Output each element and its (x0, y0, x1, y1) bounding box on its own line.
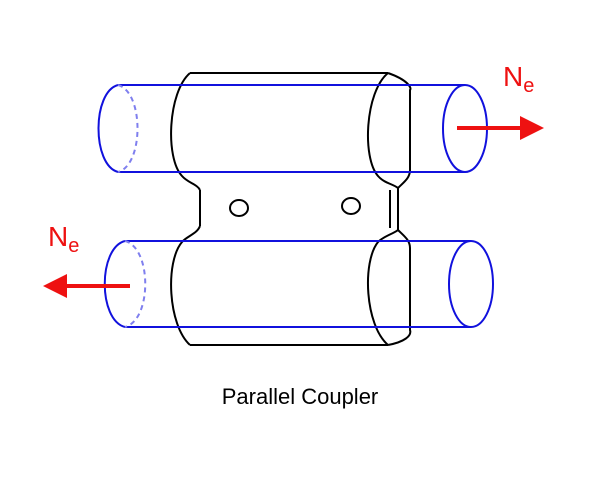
coupler-body (170, 72, 412, 346)
circle-hole-icon (229, 199, 249, 217)
label-bottom-left-sub: e (68, 235, 79, 257)
coupler-right-curve-outer (387, 72, 412, 346)
label-bottom-left-main: N (48, 221, 68, 252)
arrow-right-icon (457, 116, 544, 140)
top-tube (97, 84, 488, 173)
top-tube-left-end-hidden (117, 84, 139, 173)
label-bottom-left: Ne (48, 221, 79, 257)
top-tube-left-end (97, 84, 119, 173)
coupler-right-curve-front-bottom (367, 229, 399, 346)
diagram-caption: Parallel Coupler (222, 384, 379, 409)
bottom-tube-right-face (448, 240, 494, 328)
label-top-right: Ne (503, 61, 534, 97)
label-top-right-main: N (503, 61, 523, 92)
circle-hole-icon (341, 197, 361, 215)
coupler-right-curve-front (367, 72, 399, 189)
bottom-tube-left-end-hidden (124, 240, 147, 328)
label-top-right-sub: e (523, 75, 534, 97)
arrow-left-icon (43, 274, 130, 298)
coupler-left-curve-bottom (170, 225, 201, 346)
bottom-tube (103, 240, 494, 328)
